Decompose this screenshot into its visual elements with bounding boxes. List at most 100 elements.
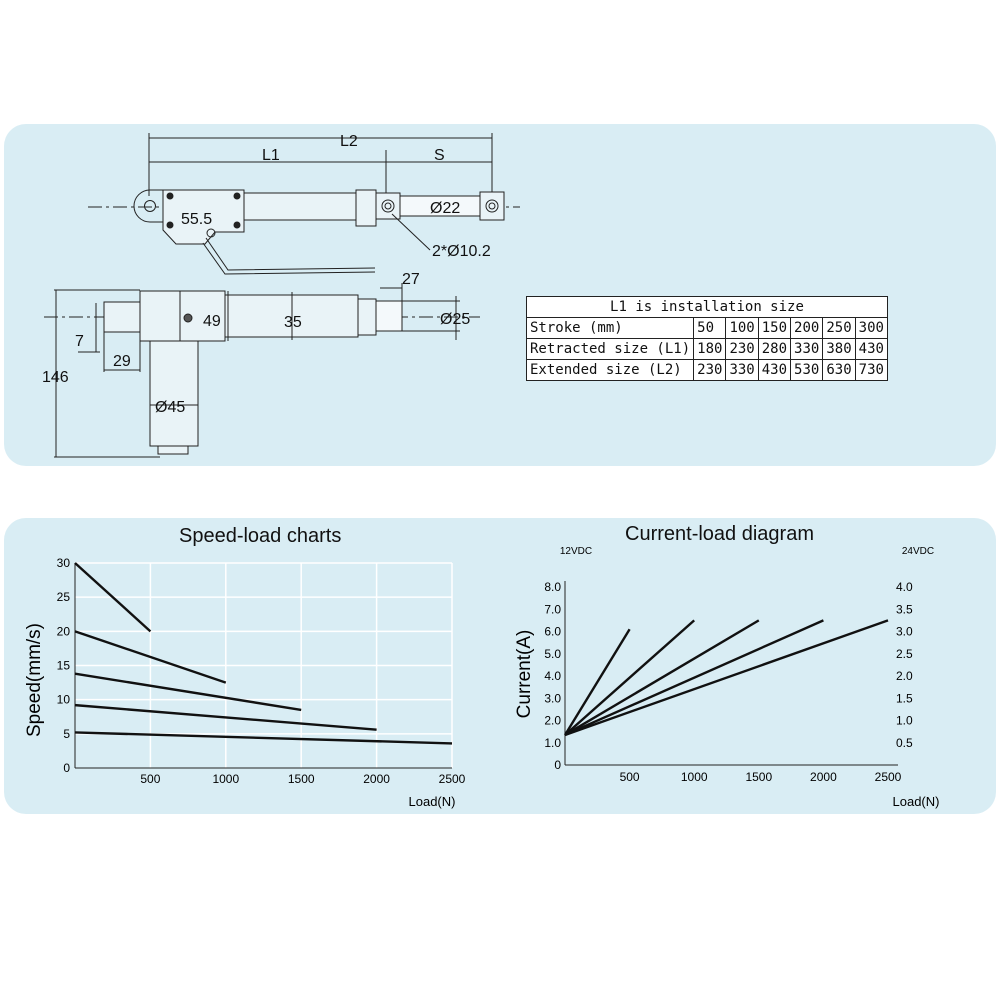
screw-icon	[233, 221, 241, 229]
y-tick-label: 5.0	[544, 647, 561, 661]
series-line	[74, 562, 152, 633]
cable	[205, 237, 376, 271]
table-cell: 330	[725, 359, 759, 381]
label-146: 146	[42, 369, 69, 386]
table-row: Stroke (mm) 50 100 150 200 250 300	[525, 317, 888, 339]
x-tick-label: 1000	[212, 772, 239, 786]
y-tick-label: 15	[57, 659, 71, 673]
table-cell: 100	[725, 317, 759, 339]
speed-grid	[75, 562, 453, 768]
cable	[202, 242, 376, 275]
table-cell: 430	[757, 359, 792, 381]
rear-hole	[144, 200, 156, 212]
label-35: 35	[284, 314, 302, 331]
x-tick-label: 2500	[439, 772, 466, 786]
y-tick-label: 3.0	[544, 691, 561, 705]
series-line	[74, 630, 227, 684]
left-unit-label: 12VDC	[560, 546, 592, 557]
rear-mount-side	[103, 301, 141, 333]
y-tick-label: 4.0	[544, 669, 561, 683]
outer-tube-top	[243, 192, 357, 221]
tube-end-cap	[355, 189, 377, 227]
table-cell: 280	[757, 338, 792, 360]
x-tick-label: 500	[140, 772, 160, 786]
y-tick-label: 20	[57, 624, 71, 638]
series-line	[564, 619, 824, 737]
y-tick-label: 10	[57, 693, 71, 707]
bolt-icon	[183, 313, 193, 323]
table-cell: 250	[822, 317, 856, 339]
y-tick-label: 1.0	[544, 736, 561, 750]
x-tick-label: 2500	[875, 770, 902, 784]
table-cell: 230	[725, 338, 759, 360]
front-rod-end	[479, 191, 505, 221]
speed-y-axis-label: Speed(mm/s)	[24, 623, 45, 737]
table-cell: 630	[822, 359, 856, 381]
table-cell: 50	[693, 317, 727, 339]
table-cell: 230	[693, 359, 727, 381]
gearbox-side	[139, 290, 226, 342]
motor-side	[149, 340, 199, 447]
speed-chart-title: Speed-load charts	[179, 525, 342, 547]
y-tick-label: 2.0	[544, 714, 561, 728]
y-tick-label: 5	[63, 727, 70, 741]
table-row: Extended size (L2) 230 330 430 530 630 7…	[525, 359, 888, 381]
table-cell: 730	[854, 359, 888, 381]
actuator-drawing: L2 L1 S 55.5 Ø22 2*Ø10.2 27 49 35 Ø25 7 …	[42, 133, 520, 458]
series-line	[563, 628, 631, 736]
x-tick-label: 2000	[363, 772, 390, 786]
y-tick-label: 8.0	[544, 580, 561, 594]
current-chart-title: Current-load diagram	[625, 523, 814, 545]
motor-end-cap	[157, 445, 189, 455]
label-7: 7	[75, 333, 84, 350]
row-label: Stroke (mm)	[525, 317, 695, 339]
current-x-axis-label: Load(N)	[893, 794, 940, 809]
screw-icon	[166, 221, 174, 229]
table-cell: 430	[854, 338, 888, 360]
right-tick-label: 1.0	[896, 714, 913, 728]
right-tick-label: 2.5	[896, 647, 913, 661]
x-tick-label: 2000	[810, 770, 837, 784]
right-tick-label: 0.5	[896, 736, 913, 750]
tube-collar-side	[357, 298, 377, 336]
label-hole-dia: 2*Ø10.2	[432, 243, 491, 260]
series-line	[564, 619, 760, 736]
series-line	[564, 619, 695, 736]
table-cell: 150	[757, 317, 792, 339]
label-rod-end-dia: Ø22	[430, 200, 460, 217]
y-tick-label: 25	[57, 590, 71, 604]
screw-icon	[233, 192, 241, 200]
x-tick-label: 1500	[288, 772, 315, 786]
table-cell: 300	[854, 317, 888, 339]
right-tick-label: 1.5	[896, 691, 913, 705]
y-tick-label: 30	[57, 556, 71, 570]
table-cell: 330	[790, 338, 824, 360]
x-tick-label: 500	[620, 770, 640, 784]
rod-hole	[381, 199, 395, 213]
right-tick-label: 3.0	[896, 625, 913, 639]
label-motor-width: 55.5	[181, 211, 212, 228]
front-hole-inner	[488, 202, 496, 210]
series-line	[564, 619, 889, 737]
y-tick-label: 6.0	[544, 625, 561, 639]
leader-holes	[391, 213, 431, 251]
screw-icon	[166, 192, 174, 200]
label-45: Ø45	[155, 399, 185, 416]
right-unit-label: 24VDC	[902, 546, 934, 557]
installation-size-table: L1 is installation size Stroke (mm) 50 1…	[525, 296, 888, 381]
series-line	[74, 703, 377, 731]
series-line	[74, 731, 453, 745]
table-cell: 180	[693, 338, 727, 360]
label-L1: L1	[262, 147, 280, 164]
table-row: Retracted size (L1) 180 230 280 330 380 …	[525, 338, 888, 360]
label-27: 27	[402, 271, 420, 288]
table-caption: L1 is installation size	[526, 296, 888, 318]
label-29: 29	[113, 353, 131, 370]
right-tick-label: 2.0	[896, 669, 913, 683]
table-cell: 380	[822, 338, 856, 360]
series-line	[74, 672, 302, 712]
label-S: S	[434, 147, 445, 164]
label-25: Ø25	[440, 311, 470, 328]
